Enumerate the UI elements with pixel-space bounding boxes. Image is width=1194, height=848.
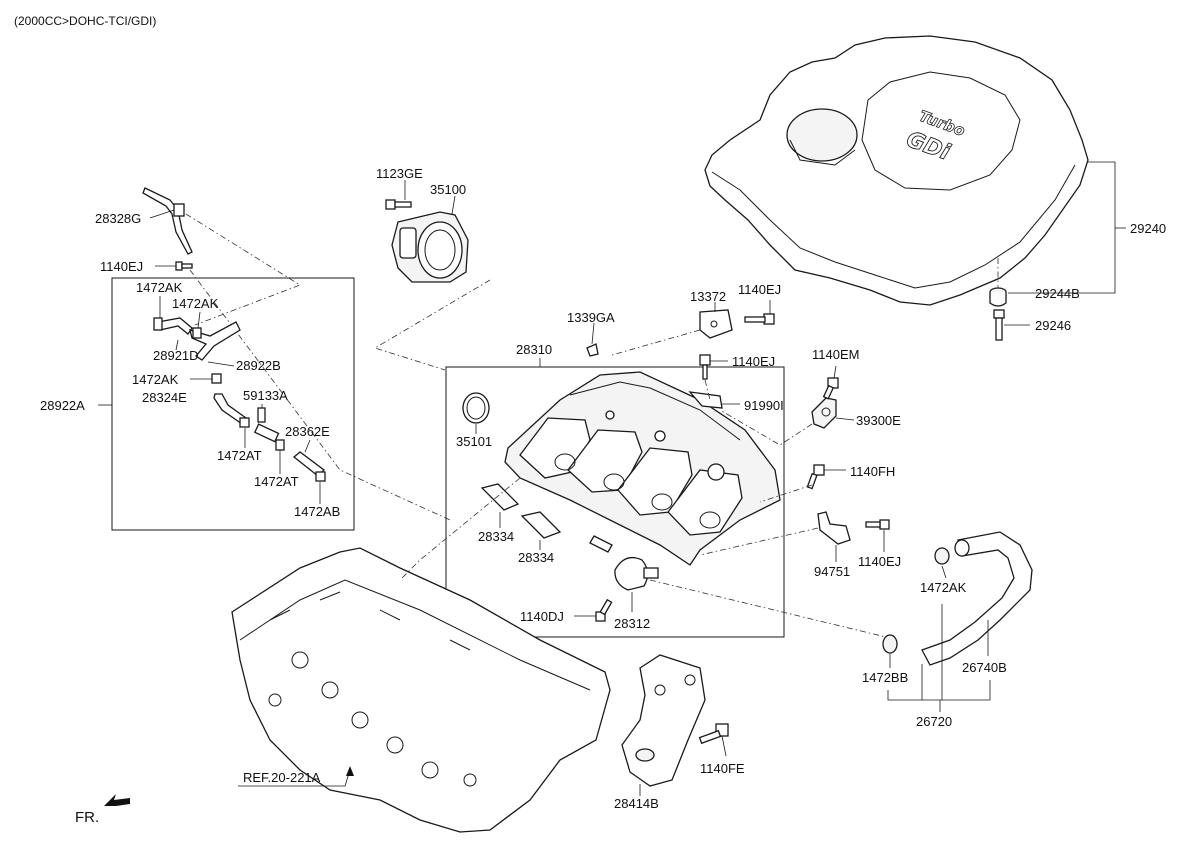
hose-26740b: [921, 531, 1033, 666]
cover-bolt: [993, 309, 1005, 341]
front-label: FR.: [75, 809, 99, 826]
label-1472AK-b: 1472AK: [172, 296, 219, 311]
bracket-26720: [887, 680, 991, 701]
label-28921D: 28921D: [153, 348, 199, 363]
bolt-1140em: [822, 377, 839, 400]
label-13372: 13372: [690, 289, 726, 304]
bolt-1140ej-b: [744, 313, 775, 325]
label-35101: 35101: [456, 434, 492, 449]
clamp-1472ab: [315, 471, 326, 482]
label-28414B: 28414B: [614, 796, 659, 811]
label-1140EM: 1140EM: [812, 347, 859, 362]
label-28324E: 28324E: [142, 390, 187, 405]
label-28334-a: 28334: [478, 529, 514, 544]
bolt-1140fe: [698, 723, 729, 745]
label-1140EJ-b: 1140EJ: [738, 282, 781, 297]
label-1140FE: 1140FE: [700, 761, 745, 776]
bracket-29240: [1008, 161, 1116, 294]
gasket-35101: [462, 392, 490, 424]
label-29246: 29246: [1035, 318, 1071, 333]
label-1472BB: 1472BB: [862, 670, 908, 685]
label-28310: 28310: [516, 342, 552, 357]
cylinder-head-reference: [231, 547, 611, 833]
label-1472AT-a: 1472AT: [217, 448, 262, 463]
breather-assembly-box: [111, 277, 355, 531]
label-28328G: 28328G: [95, 211, 141, 226]
clamp-1472bb: [882, 634, 898, 654]
label-26720: 26720: [916, 714, 952, 729]
clamp-1472at-b: [275, 439, 285, 451]
label-28362E: 28362E: [285, 424, 330, 439]
intake-manifold: [504, 371, 781, 566]
throttle-bolt: [385, 199, 412, 210]
gasket-28334-a: [480, 483, 520, 511]
bolt-1140dj: [595, 598, 613, 622]
bracket-94751: [817, 511, 851, 545]
variant-caption: (2000CC>DOHC-TCI/GDI): [14, 14, 156, 28]
label-1472AB: 1472AB: [294, 504, 340, 519]
label-94751: 94751: [814, 564, 850, 579]
manifold-assembly-box: [445, 366, 785, 638]
ref-label: REF.20-221A: [243, 770, 321, 785]
bolt-1140ej-c: [699, 354, 711, 380]
valve-59133a: [253, 407, 280, 443]
bracket-91990i: [688, 391, 723, 409]
label-29244B: 29244B: [1035, 286, 1080, 301]
label-1472AK-c: 1472AK: [132, 372, 179, 387]
label-28922A: 28922A: [40, 398, 85, 413]
engine-cover: Turbo GDi: [704, 35, 1089, 306]
label-1472AK-d: 1472AK: [920, 580, 967, 595]
bolt-1140ej-d: [865, 519, 890, 530]
breather-hose-28921d: [153, 317, 193, 335]
breather-hose-28922b: [189, 321, 241, 361]
label-1140EJ-c: 1140EJ: [732, 354, 775, 369]
front-arrow-icon: [104, 794, 130, 806]
label-26740B: 26740B: [962, 660, 1007, 675]
label-1472AT-b: 1472AT: [254, 474, 299, 489]
cover-grommet: [989, 287, 1007, 307]
label-1140FH: 1140FH: [850, 464, 895, 479]
bracket-13372: [699, 309, 733, 339]
label-28334-b: 28334: [518, 550, 554, 565]
pcv-pin: [589, 535, 613, 553]
label-28312: 28312: [614, 616, 650, 631]
bolt-1140ej-left: [175, 261, 193, 271]
label-1140EJ-d: 1140EJ: [858, 554, 901, 569]
label-39300E: 39300E: [856, 413, 901, 428]
clamp-1472ak-c: [211, 373, 222, 384]
map-sensor-39300e: [811, 397, 837, 429]
label-59133A: 59133A: [243, 388, 288, 403]
label-1472AK-a: 1472AK: [136, 280, 183, 295]
bolt-1140fh: [806, 464, 825, 490]
label-1140DJ: 1140DJ: [520, 609, 564, 624]
support-bracket-28414b: [621, 654, 706, 787]
label-29240: 29240: [1130, 221, 1166, 236]
throttle-body: [391, 211, 469, 283]
hose-28362e: [292, 451, 325, 477]
clip-1339ga: [586, 343, 599, 357]
label-91990I: 91990I: [744, 398, 784, 413]
clamp-1472ak-d: [934, 547, 950, 565]
label-1123GE: 1123GE: [376, 166, 423, 181]
label-1140EJ-a: 1140EJ: [100, 259, 143, 274]
clamp-1472at-a: [239, 417, 250, 428]
gasket-28334-b: [520, 511, 562, 539]
label-1339GA: 1339GA: [567, 310, 615, 325]
label-35100: 35100: [430, 182, 466, 197]
valve-28312: [614, 556, 659, 591]
label-28922B: 28922B: [236, 358, 281, 373]
hose-28328g: [142, 187, 193, 255]
